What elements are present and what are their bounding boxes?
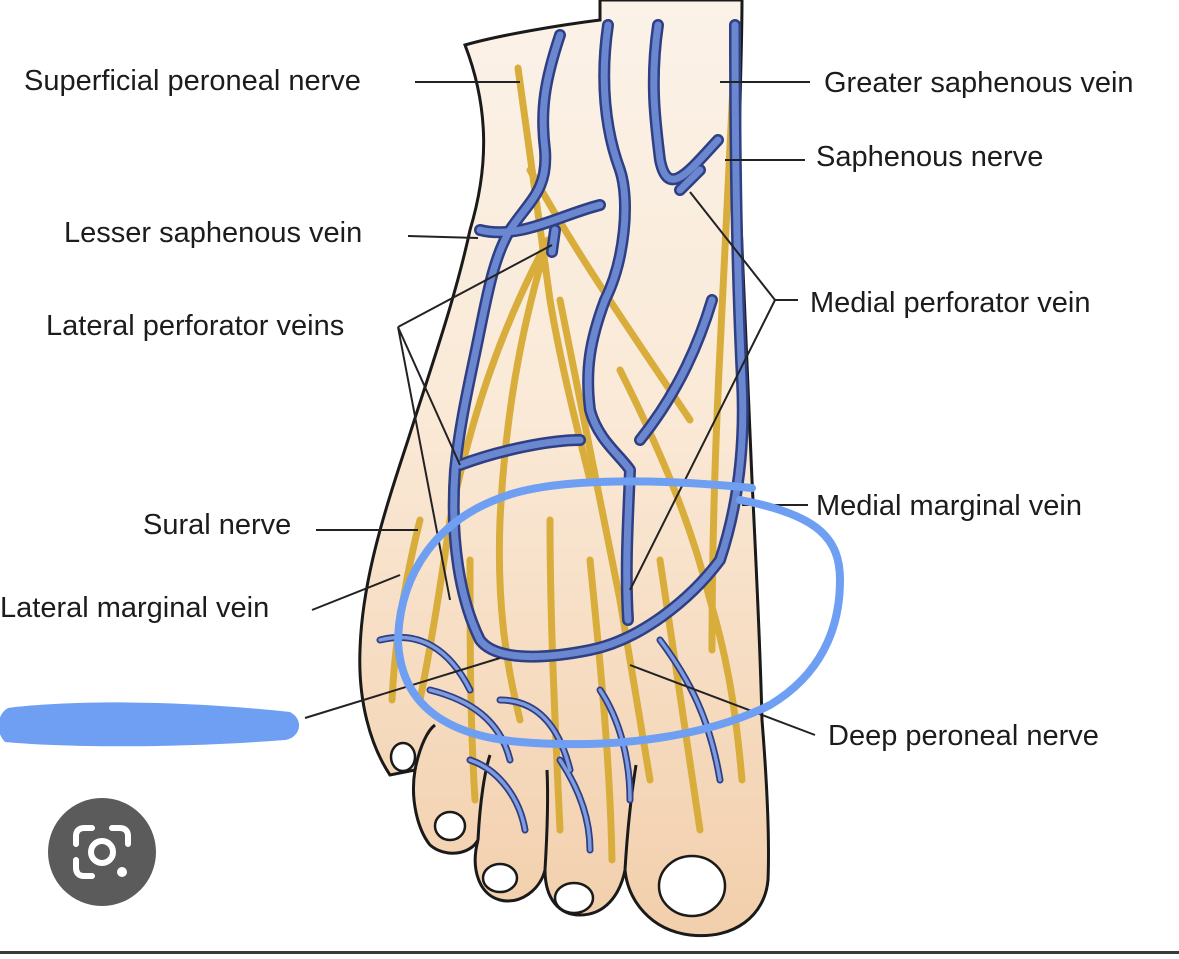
foot-silhouette <box>358 0 771 938</box>
label-lateral-marginal-vein: Lateral marginal vein <box>0 592 270 624</box>
leader-redacted-label <box>304 657 501 719</box>
leader-lateral-marginal-vein <box>311 574 401 611</box>
leader-lines <box>304 81 816 736</box>
toes <box>413 723 638 871</box>
google-lens-button[interactable] <box>48 798 156 906</box>
annotation-circle <box>393 477 845 749</box>
label-medial-marginal-vein: Medial marginal vein <box>816 490 1082 522</box>
bottom-divider <box>0 951 1179 954</box>
label-medial-perforator-vein: Medial perforator vein <box>810 287 1091 319</box>
leader-medial-perforator-vein <box>629 191 798 591</box>
leader-lesser-saphenous-vein <box>407 235 479 239</box>
label-sural-nerve: Sural nerve <box>143 509 292 541</box>
camera-lens-icon <box>73 825 131 879</box>
label-deep-peroneal-nerve: Deep peroneal nerve <box>828 720 1099 752</box>
veins <box>376 19 749 854</box>
label-superficial-peroneal-nerve: Superficial peroneal nerve <box>24 65 361 97</box>
label-lateral-perforator-veins: Lateral perforator veins <box>46 310 345 342</box>
annotation-scribble <box>0 702 299 747</box>
label-greater-saphenous-vein: Greater saphenous vein <box>824 67 1134 99</box>
label-lesser-saphenous-vein: Lesser saphenous vein <box>64 217 363 249</box>
leader-lateral-perforator-veins <box>397 244 553 601</box>
toenails <box>389 741 727 918</box>
label-saphenous-nerve: Saphenous nerve <box>816 141 1044 173</box>
leader-deep-peroneal-nerve <box>629 664 816 736</box>
